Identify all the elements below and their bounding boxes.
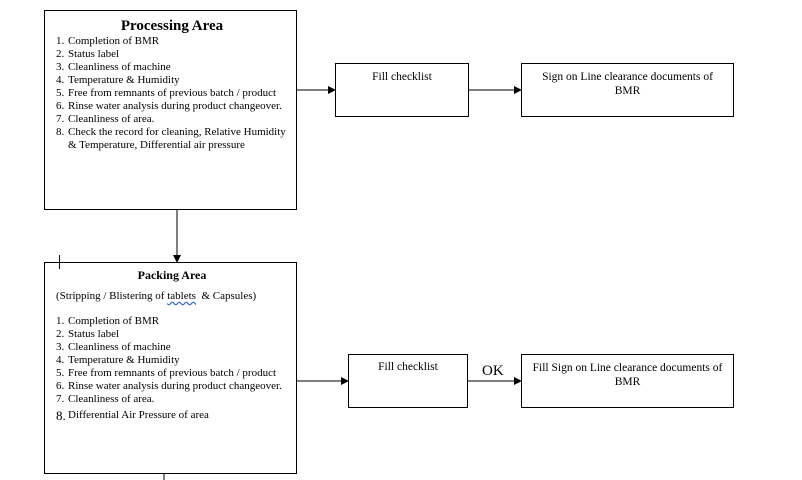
checklist-item-number: 2. [56, 48, 65, 60]
checklist-item-text: Cleanliness of machine [68, 341, 171, 353]
checklist-item-text: Status label [68, 48, 120, 60]
checklist-item-number: 2. [56, 328, 65, 340]
packing-sign-box: Fill Sign on Line clearance documents of… [521, 354, 734, 408]
checklist-item-number: 8. [56, 126, 65, 138]
checklist-item: 4.Temperature & Humidity [56, 354, 288, 367]
checklist-item-number: 5. [56, 367, 65, 379]
checklist-item-text: Rinse water analysis during product chan… [68, 380, 282, 392]
checklist-item: 2.Status label [56, 48, 288, 61]
checklist-item-number: 4. [56, 74, 65, 86]
checklist-item: 6.Rinse water analysis during product ch… [56, 380, 288, 393]
checklist-item-text: Rinse water analysis during product chan… [68, 100, 282, 112]
packing-fill-checklist-label: Fill checklist [378, 361, 438, 373]
checklist-item: 8.Check the record for cleaning, Relativ… [56, 126, 288, 152]
checklist-item-text: Completion of BMR [68, 35, 160, 47]
checklist-item: 7.Cleanliness of area. [56, 393, 288, 406]
checklist-item-text: Temperature & Humidity [68, 74, 180, 86]
checklist-item-text: Completion of BMR [68, 315, 160, 327]
checklist-item-number: 4. [56, 354, 65, 366]
processing-fill-checklist-box: Fill checklist [335, 63, 469, 117]
checklist-item: 4.Temperature & Humidity [56, 74, 288, 87]
checklist-item-number: 6. [56, 380, 65, 392]
processing-sign-label: Sign on Line clearance documents of BMR [542, 71, 713, 97]
checklist-item-number: 3. [56, 61, 65, 73]
checklist-item-number: 6. [56, 100, 65, 112]
processing-area-title: Processing Area [120, 18, 224, 34]
checklist-item: 3.Cleanliness of machine [56, 61, 288, 74]
packing-area-subtitle: (Stripping / Blistering of tablets & Cap… [56, 290, 257, 302]
checklist-item: 6.Rinse water analysis during product ch… [56, 100, 288, 113]
ok-label: OK [482, 363, 504, 379]
checklist-item: 8.Differential Air Pressure of area [56, 409, 288, 422]
checklist-item: 5.Free from remnants of previous batch /… [56, 367, 288, 380]
checklist-item-text: Cleanliness of machine [68, 61, 171, 73]
processing-fill-checklist-label: Fill checklist [372, 71, 432, 83]
checklist-item-text: Differential Air Pressure of area [68, 409, 209, 421]
checklist-item: 5.Free from remnants of previous batch /… [56, 87, 288, 100]
text-cursor [59, 255, 60, 269]
spell-check-word: tablets [167, 290, 196, 302]
checklist-item-text: Free from remnants of previous batch / p… [68, 367, 277, 379]
checklist-item: 1.Completion of BMR [56, 315, 288, 328]
checklist-item-number: 5. [56, 87, 65, 99]
checklist-item: 1.Completion of BMR [56, 35, 288, 48]
checklist-item-text: Cleanliness of area. [68, 393, 155, 405]
packing-area-box: Packing Area (Stripping / Blistering of … [44, 262, 297, 474]
checklist-item: 2.Status label [56, 328, 288, 341]
checklist-item-number: 7. [56, 113, 65, 125]
checklist-item-number: 1. [56, 35, 65, 47]
checklist-item-text: Temperature & Humidity [68, 354, 180, 366]
checklist-item-text: Free from remnants of previous batch / p… [68, 87, 277, 99]
processing-sign-box: Sign on Line clearance documents of BMR [521, 63, 734, 117]
packing-sign-label: Fill Sign on Line clearance documents of… [532, 362, 723, 388]
packing-fill-checklist-box: Fill checklist [348, 354, 468, 408]
checklist-item-number: 3. [56, 341, 65, 353]
checklist-item-number: 1. [56, 315, 65, 327]
checklist-item: 7.Cleanliness of area. [56, 113, 288, 126]
checklist-item-number: 8. [56, 408, 66, 423]
checklist-item: 3.Cleanliness of machine [56, 341, 288, 354]
checklist-item-text: Status label [68, 328, 120, 340]
packing-area-title: Packing Area [137, 268, 207, 282]
checklist-item-number: 7. [56, 393, 65, 405]
checklist-item-text: Cleanliness of area. [68, 113, 155, 125]
checklist-item-text: Check the record for cleaning, Relative … [68, 126, 286, 151]
